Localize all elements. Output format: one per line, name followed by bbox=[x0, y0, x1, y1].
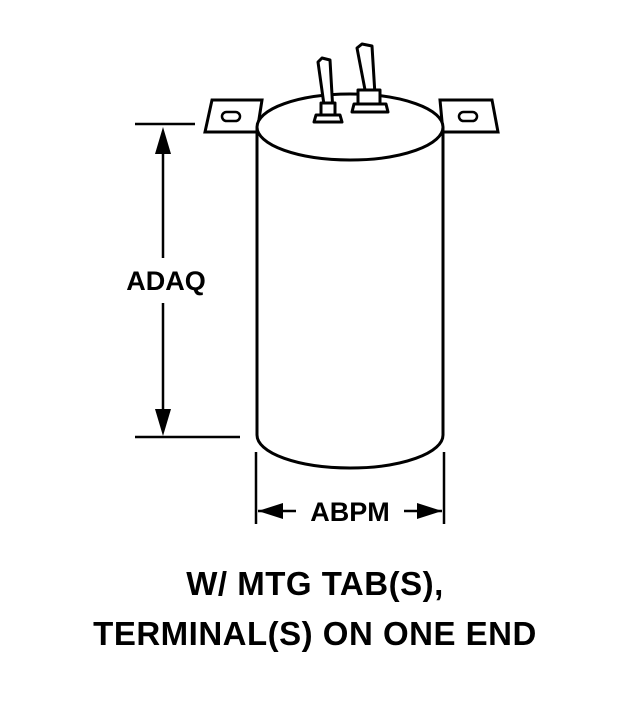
height-dimension bbox=[135, 122, 240, 439]
diameter-dimension bbox=[254, 452, 446, 524]
terminal-left bbox=[312, 56, 344, 124]
mounting-tab-right bbox=[438, 98, 500, 134]
diameter-label: ABPM bbox=[310, 497, 390, 527]
height-label: ADAQ bbox=[126, 266, 206, 296]
caption-line-2: TERMINAL(S) ON ONE END bbox=[93, 615, 537, 652]
capacitor-body bbox=[255, 92, 445, 470]
arrow-left bbox=[258, 503, 283, 519]
terminal-right bbox=[350, 42, 390, 114]
arrow-up bbox=[155, 127, 171, 154]
arrow-down bbox=[155, 409, 171, 436]
mounting-tab-left bbox=[203, 98, 264, 134]
caption-line-1: W/ MTG TAB(S), bbox=[186, 565, 444, 602]
arrow-right bbox=[417, 503, 442, 519]
capacitor-top bbox=[255, 92, 445, 162]
